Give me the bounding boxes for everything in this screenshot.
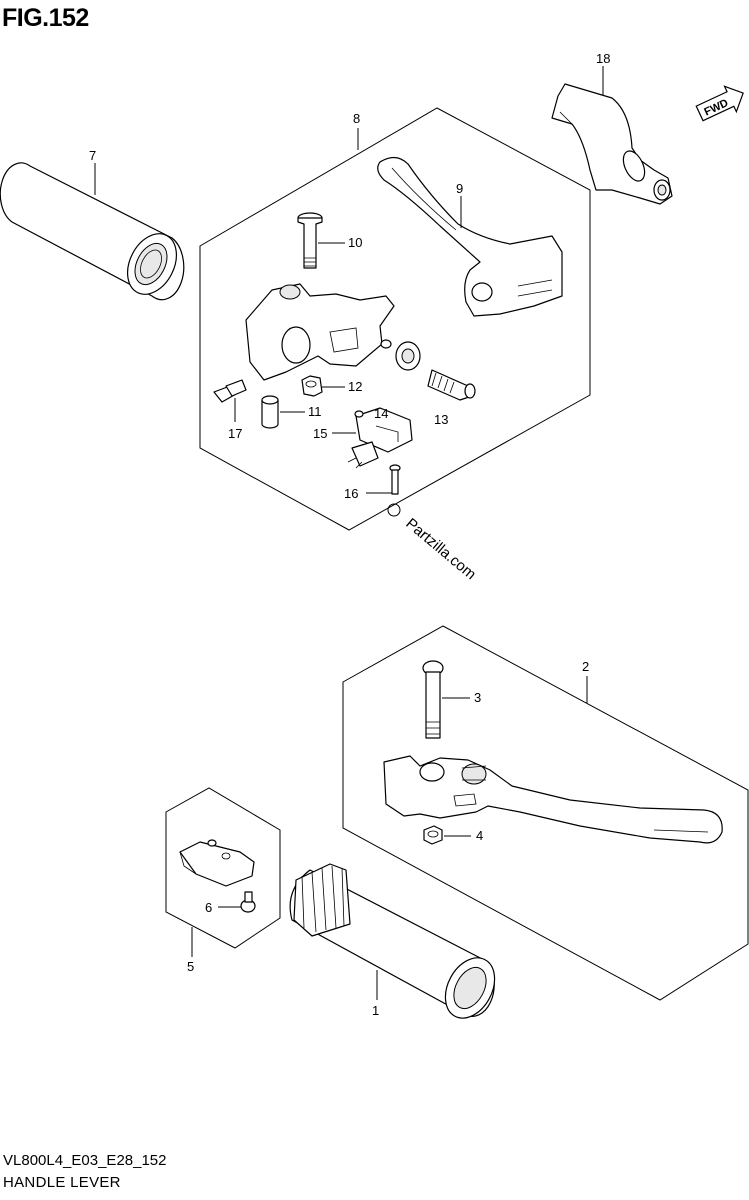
callout-7: 7 — [89, 148, 96, 163]
fwd-label: FWD — [702, 97, 730, 118]
callout-3: 3 — [474, 690, 481, 705]
lever-nut — [301, 375, 323, 397]
watermark-text: Partzilla.com — [402, 515, 479, 583]
callout-6: 6 — [205, 900, 212, 915]
assembly-frame-upper — [199, 107, 591, 531]
callout-18: 18 — [596, 51, 610, 66]
watermark: Partzilla.com — [387, 503, 479, 583]
callout-14: 14 — [374, 406, 388, 421]
grip-left — [0, 162, 185, 301]
cable-adjuster — [395, 341, 476, 401]
small-screw — [213, 379, 247, 403]
callout-17: 17 — [228, 426, 242, 441]
figure-title: FIG.152 — [2, 4, 89, 32]
callout-4: 4 — [476, 828, 483, 843]
clutch-switch — [347, 407, 413, 469]
fwd-arrow-badge: FWD — [695, 85, 744, 122]
lever-cover — [551, 83, 673, 205]
throttle-grip — [289, 863, 496, 1019]
callout-16: 16 — [344, 486, 358, 501]
callout-12: 12 — [348, 379, 362, 394]
diagram-name: HANDLE LEVER — [3, 1174, 121, 1191]
callout-10: 10 — [348, 235, 362, 250]
brake-switch — [179, 839, 255, 887]
pivot-bolt — [297, 212, 323, 269]
switch-screw — [389, 464, 401, 495]
brake-lever-nut — [423, 825, 443, 845]
brake-lever — [383, 755, 723, 844]
brake-switch-screw — [240, 891, 256, 913]
assembly-frame-switch — [165, 787, 281, 949]
assembly-frame-lower — [342, 625, 749, 1001]
callout-2: 2 — [582, 659, 589, 674]
callout-5: 5 — [187, 959, 194, 974]
collar — [261, 395, 279, 429]
callout-15: 15 — [313, 426, 327, 441]
brake-pivot-bolt — [422, 660, 444, 739]
lever-bracket — [245, 283, 395, 381]
callout-8: 8 — [353, 111, 360, 126]
clutch-lever — [377, 156, 563, 317]
diagram-code: VL800L4_E03_E28_152 — [3, 1152, 167, 1169]
callout-1: 1 — [372, 1003, 379, 1018]
callout-13: 13 — [434, 412, 448, 427]
callout-11: 11 — [308, 404, 322, 419]
callout-9: 9 — [456, 181, 463, 196]
